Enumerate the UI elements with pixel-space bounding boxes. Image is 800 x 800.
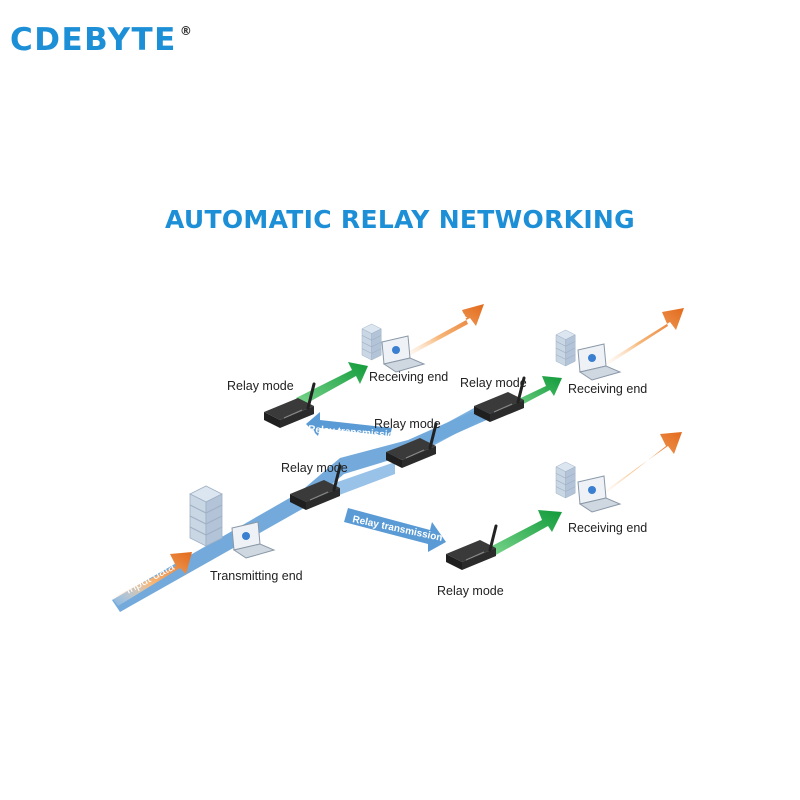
diagram-title: AUTOMATIC RELAY NETWORKING <box>165 205 635 234</box>
output-data-label-2: Output Data <box>604 312 667 358</box>
registered-mark: ® <box>179 24 192 38</box>
output-data-label-3: Output Data <box>601 436 660 489</box>
receive-arrow-1 <box>296 362 368 406</box>
relay-mode-label-2: Relay mode <box>374 417 441 431</box>
receiving-end-label-1: Receiving end <box>369 370 448 384</box>
input-arrow <box>112 552 192 606</box>
receive-arrow-3 <box>488 510 562 556</box>
output-arrow-2 <box>600 308 684 370</box>
transmitting-end-label: Transmitting end <box>210 569 303 583</box>
relay-transmission-label-lower: Relay transmission <box>351 514 443 544</box>
relay-transmission-arrow-lower <box>344 508 446 552</box>
relay-mode-label-3: Relay mode <box>460 376 527 390</box>
relay-mode-label-4: Relay mode <box>281 461 348 475</box>
receiving-server-icon-3 <box>555 461 576 499</box>
receiving-end-label-3: Receiving end <box>568 521 647 535</box>
output-arrow-3 <box>600 432 682 498</box>
relay-device-icon-5 <box>444 524 498 572</box>
brand-name: CDEBYTE <box>10 22 177 58</box>
relay-mode-label-5: Relay mode <box>437 584 504 598</box>
receiving-server-icon-1 <box>361 323 382 361</box>
relay-mode-label-1: Relay mode <box>227 379 294 393</box>
brand-logo: CDEBYTE® <box>10 22 192 58</box>
relay-transmission-arrow-upper <box>306 412 392 436</box>
transmitting-server-icon <box>189 485 223 547</box>
receiving-server-icon-2 <box>555 329 576 367</box>
output-data-label-1: Output Data <box>405 308 469 351</box>
receiving-end-label-2: Receiving end <box>568 382 647 396</box>
output-arrow-1 <box>398 304 484 362</box>
